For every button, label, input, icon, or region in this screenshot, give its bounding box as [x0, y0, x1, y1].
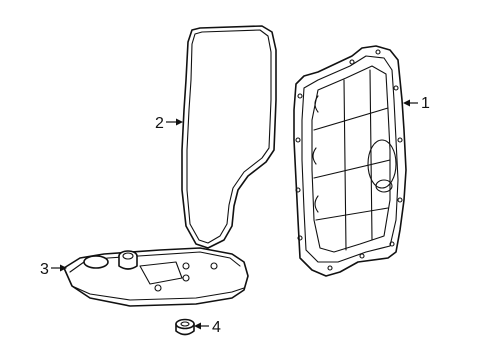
callout-2-label: 2 — [155, 115, 164, 132]
callout-1-arrow — [403, 99, 410, 107]
callout-3: 3 — [40, 261, 67, 278]
callout-2-arrow — [176, 118, 183, 126]
filter-part[interactable] — [63, 247, 249, 307]
callout-1: 1 — [403, 95, 430, 112]
gasket-part[interactable] — [181, 25, 277, 249]
callout-3-label: 3 — [40, 261, 49, 278]
callout-4-arrow — [194, 322, 201, 330]
callout-4-label: 4 — [212, 319, 221, 336]
callout-1-label: 1 — [421, 95, 430, 112]
oil-pan-part[interactable] — [293, 45, 407, 277]
callout-3-arrow — [60, 264, 67, 272]
seal-part[interactable] — [175, 318, 195, 336]
callout-2: 2 — [155, 115, 183, 132]
callout-4: 4 — [194, 319, 221, 336]
